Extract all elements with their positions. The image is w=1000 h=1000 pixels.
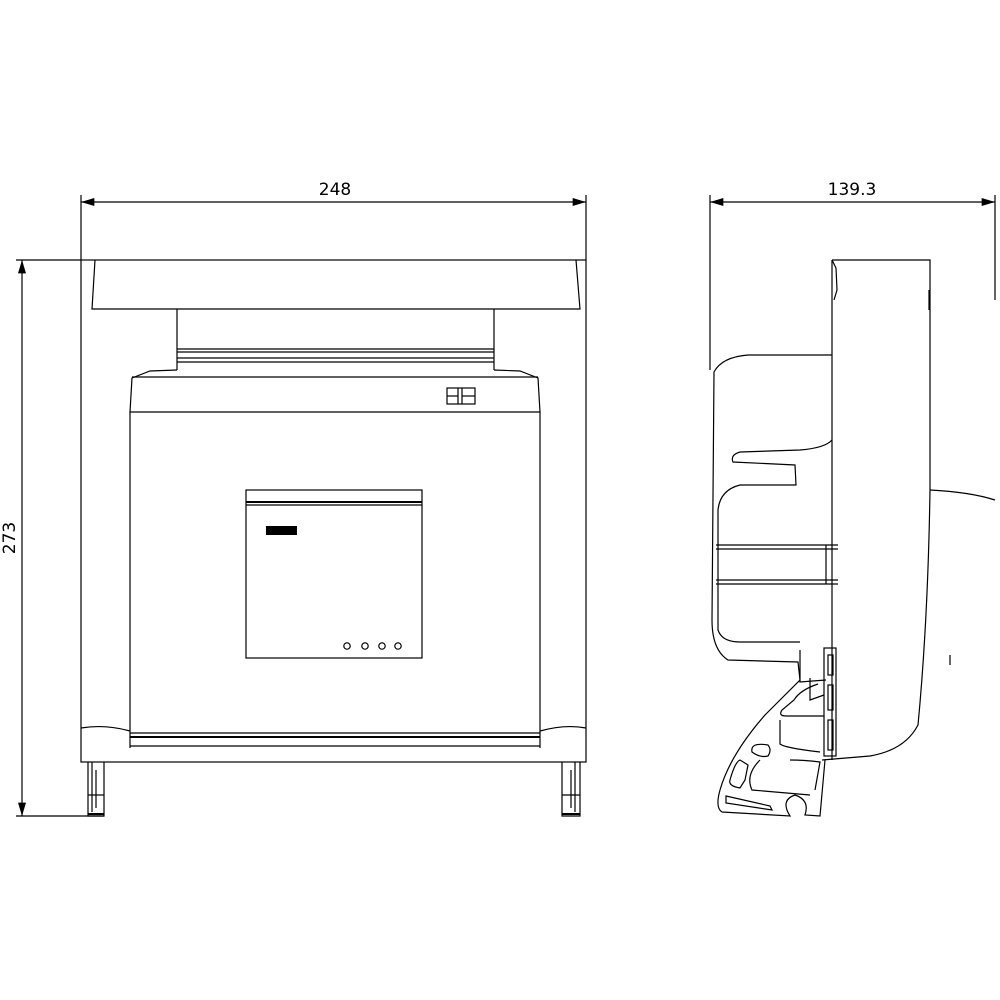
indicator-led-icon (394, 642, 402, 650)
dimension-height-label: 273 (0, 522, 20, 554)
indicator-led-icon (378, 642, 386, 650)
indicator-led-icon (361, 642, 369, 650)
front-view (80, 259, 587, 817)
housing-outline (821, 259, 931, 761)
label-plate (266, 526, 297, 535)
dimension-width: 248 (80, 180, 587, 260)
right-foot (561, 762, 581, 817)
din-rail-clip (725, 647, 837, 811)
shoulder (129, 369, 541, 413)
side-view (711, 259, 996, 817)
front-outline (80, 259, 587, 763)
display-panel (245, 489, 423, 659)
neck (176, 309, 495, 370)
mounting-bracket (711, 354, 832, 817)
top-cap (91, 259, 581, 310)
main-body (80, 412, 587, 748)
dimension-depth: 139.3 (709, 180, 996, 370)
dimension-depth-label: 139.3 (828, 180, 877, 200)
left-foot (87, 762, 105, 817)
dimension-width-label: 248 (319, 180, 351, 200)
indicator-led-icon (343, 642, 351, 650)
logo-icon (446, 387, 476, 405)
dimension-height: 273 (0, 259, 104, 817)
